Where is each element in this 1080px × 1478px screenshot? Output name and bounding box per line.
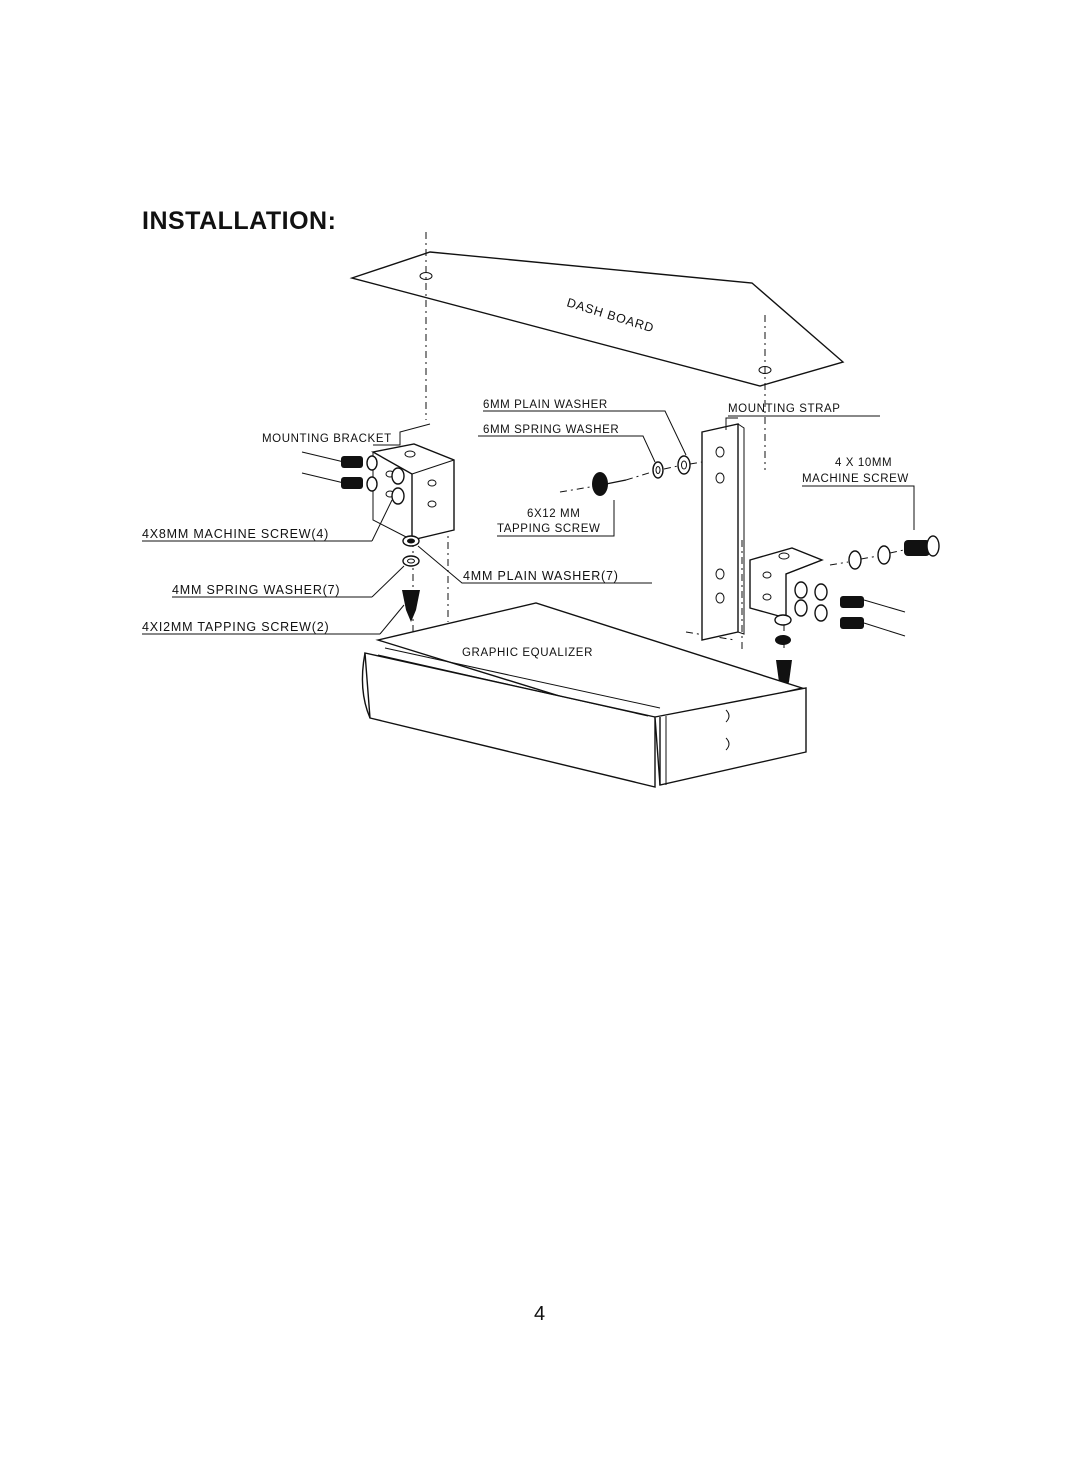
mounting-bracket-left <box>371 443 455 541</box>
machine-screw-4x8-label: 4X8MM MACHINE SCREW(4) <box>142 527 329 541</box>
mounting-strap-label: MOUNTING STRAP <box>728 403 841 415</box>
mounting-strap: MOUNTING STRAP <box>701 403 880 641</box>
right-callouts: 4 X 10MM MACHINE SCREW <box>802 457 915 530</box>
graphic-equalizer-unit: GRAPHIC EQUALIZER <box>361 602 807 788</box>
machine-screw-4x10-size: 4 X 10MM <box>835 457 892 469</box>
machine-screw-4x10-label: MACHINE SCREW <box>802 473 909 485</box>
tapping-screw-6x12-size: 6X12 MM <box>527 508 580 520</box>
plain-washer-6mm-label: 6MM PLAIN WASHER <box>483 399 608 411</box>
washer-stack-left-icon <box>402 535 420 622</box>
right-hardware <box>774 535 940 694</box>
graphic-equalizer-label: GRAPHIC EQUALIZER <box>462 647 593 659</box>
center-callouts: 6MM PLAIN WASHER 6MM SPRING WASHER 6X12 … <box>417 399 687 584</box>
mounting-bracket-label: MOUNTING BRACKET <box>262 433 392 445</box>
left-callouts: MOUNTING BRACKET 4X8MM MACHINE SCREW(4) … <box>142 423 431 635</box>
machine-screw-4x8-icon <box>301 451 405 505</box>
page-number: 4 <box>534 1303 546 1325</box>
center-hardware <box>559 455 709 496</box>
tapping-screw-6x12-label: TAPPING SCREW <box>497 523 600 535</box>
tapping-screw-4x12-label: 4XI2MM TAPPING SCREW(2) <box>142 620 329 634</box>
page-title: INSTALLATION: <box>142 207 337 235</box>
spring-washer-4mm-label: 4MM SPRING WASHER(7) <box>172 583 340 597</box>
spring-washer-6mm-label: 6MM SPRING WASHER <box>483 424 619 436</box>
mounting-bracket-right <box>749 547 824 619</box>
plain-washer-4mm-label: 4MM PLAIN WASHER(7) <box>463 569 619 583</box>
dash-board-label: DASH BOARD <box>565 295 656 335</box>
